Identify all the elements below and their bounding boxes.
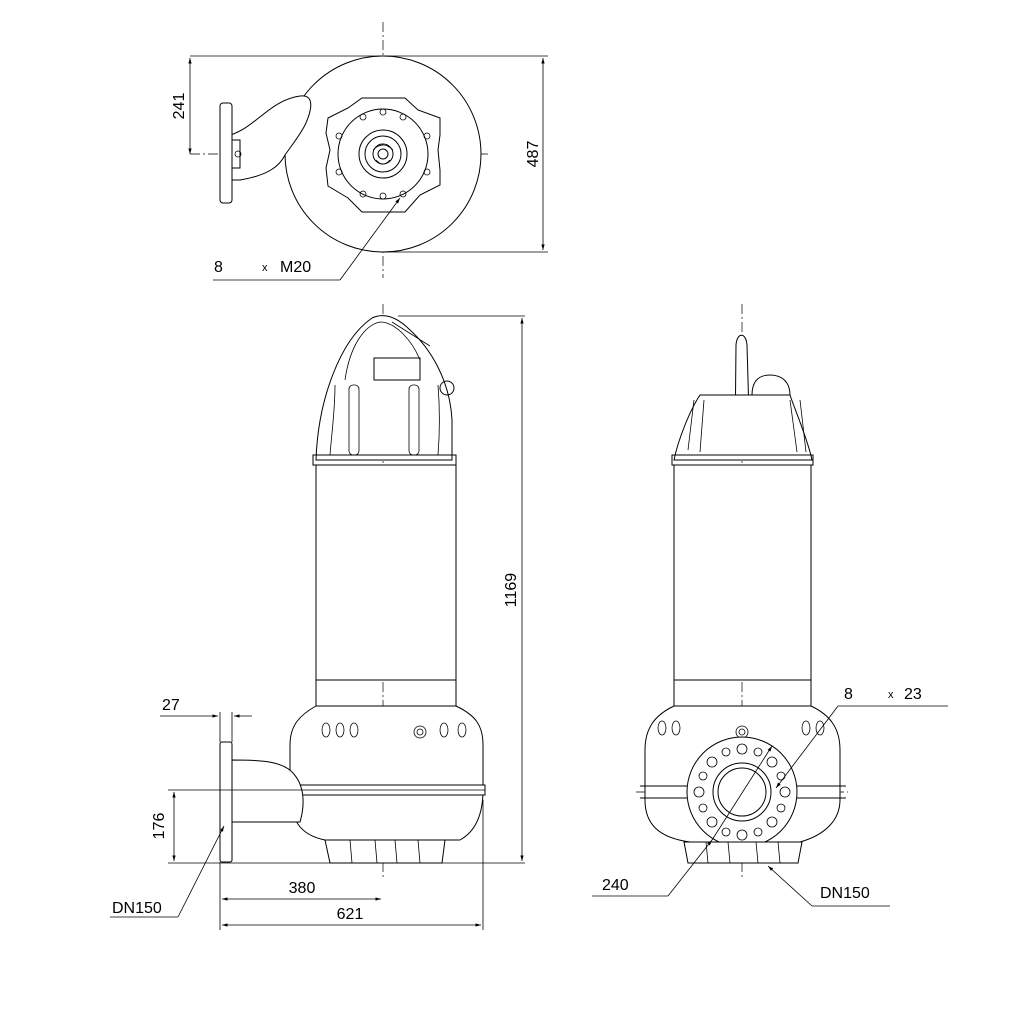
top-view-flange-hub	[231, 139, 241, 169]
top-view-discharge-flange	[219, 102, 233, 204]
front-view-lifting-eye	[439, 380, 455, 396]
bolt-thread-label: M20	[280, 259, 311, 276]
top-view-impeller-housing	[358, 129, 408, 179]
dim-621-label: 621	[337, 906, 364, 923]
side-dn150-leader	[767, 865, 813, 907]
top-view-shaft	[377, 148, 389, 160]
front-dn150-label: DN150	[112, 900, 162, 917]
dim-1169-label: 1169	[503, 573, 520, 608]
dim-241-label: 241	[171, 93, 188, 120]
side-view-motor-housing	[673, 464, 812, 681]
bolt-callout-leader	[339, 197, 401, 281]
front-dn150-leader	[177, 825, 225, 918]
top-view-bolt-holes	[335, 108, 431, 200]
front-view-top-cap	[315, 315, 453, 461]
front-view-cooling-slots	[321, 722, 467, 739]
front-view-stand	[324, 839, 446, 864]
top-view-stand	[325, 97, 441, 213]
pcd-leader	[667, 839, 713, 897]
front-view: 27 176 1169 380 621 DN150	[110, 304, 525, 930]
dim-27-label: 27	[162, 697, 180, 714]
hole-callout-leader	[775, 705, 839, 789]
hole-times-label: x	[888, 689, 894, 701]
side-view: 8 x 23 240 DN150	[592, 304, 948, 907]
dim-176-label: 176	[151, 813, 168, 840]
top-view-impeller-vanes	[372, 144, 394, 165]
top-view: 241 487 8 x M20	[171, 22, 548, 281]
hole-count-label: 8	[844, 686, 853, 703]
front-view-motor-housing	[315, 464, 457, 681]
side-dn150-label: DN150	[820, 885, 870, 902]
side-view-flange-bore	[712, 762, 772, 822]
front-view-nameplate	[373, 357, 421, 381]
side-view-top-cap	[673, 394, 813, 461]
front-view-volute	[289, 705, 484, 841]
bolt-count-label: 8	[214, 259, 223, 276]
dim-380-label: 380	[289, 880, 316, 897]
side-view-discharge-flange	[686, 736, 798, 848]
top-view-discharge-elbow	[229, 95, 312, 181]
side-view-flange-bolt-holes	[693, 743, 791, 841]
front-view-discharge-flange	[219, 741, 233, 863]
dim-487-label: 487	[525, 141, 542, 168]
hole-diameter-label: 23	[904, 686, 922, 703]
pcd-label: 240	[602, 877, 629, 894]
side-view-cooling-slots	[657, 720, 825, 739]
side-view-stand	[683, 841, 803, 864]
bolt-times-label: x	[262, 262, 268, 274]
